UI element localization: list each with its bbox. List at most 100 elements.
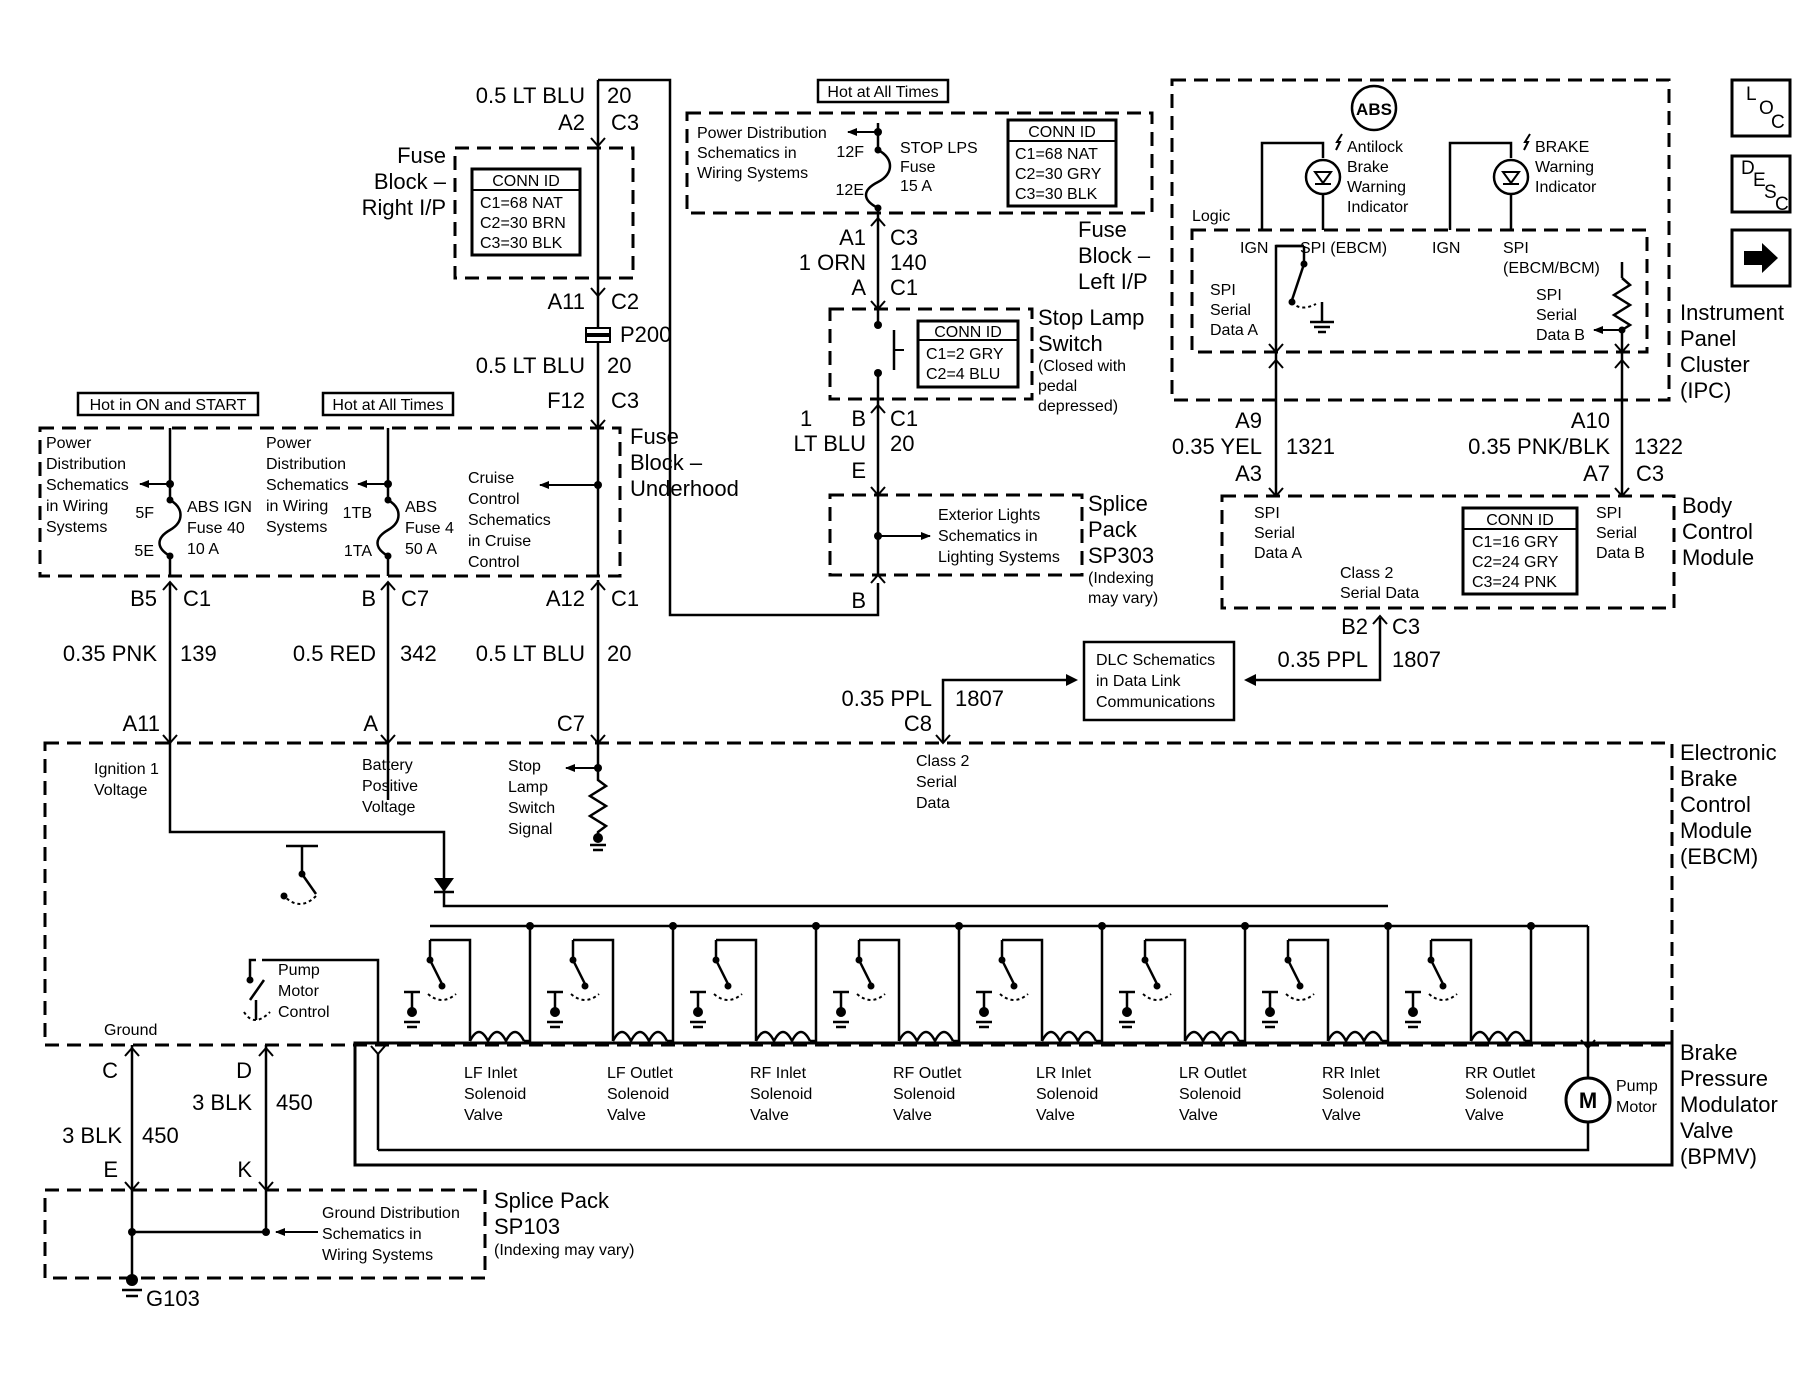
pd-lip-ref-text: Wiring Systems <box>697 165 808 182</box>
fuse-block-right-ip-label: Right I/P <box>362 195 446 220</box>
pd-lip-ref-text: Schematics in <box>697 145 797 162</box>
svg-text:S: S <box>1764 182 1777 203</box>
pin-label: C8 <box>904 711 932 736</box>
spi-ebcm-bcm-label: SPI <box>1503 240 1529 257</box>
circuit-number: 20 <box>607 83 631 108</box>
bpmv-box <box>353 1041 1674 1167</box>
stop-lamp-switch-note: pedal <box>1038 378 1077 395</box>
pin-label: 1TB <box>343 505 372 522</box>
bpmv-label: Brake <box>1680 1040 1737 1065</box>
pd-uh2-ref-text: Distribution <box>266 456 346 473</box>
next-page-button[interactable] <box>1730 228 1792 288</box>
connector-label: C1 <box>890 275 918 300</box>
ipc-label: Cluster <box>1680 352 1750 377</box>
wire-color-label: 0.5 LT BLU <box>476 83 585 108</box>
wire-color-label: 3 BLK <box>62 1123 122 1148</box>
solenoid-valve-label: RR Inlet <box>1322 1065 1380 1082</box>
svg-text:E: E <box>1753 170 1766 191</box>
fuse-block-right-ip-label: Block – <box>374 169 447 194</box>
conn-id-title: CONN ID <box>1486 512 1554 529</box>
svg-text:C: C <box>1775 194 1789 215</box>
antilock-indicator-label: Indicator <box>1347 199 1409 216</box>
spi-ebcm-bcm-label: (EBCM/BCM) <box>1503 260 1600 277</box>
conn-id-line: C3=30 BLK <box>480 235 563 252</box>
connector-label: C3 <box>611 388 639 413</box>
connector-label: C3 <box>890 225 918 250</box>
desc-button[interactable]: D E S C <box>1730 154 1792 215</box>
pd-uh2-ref-text: Schematics <box>266 477 349 494</box>
bcm-class2-label: Serial Data <box>1340 585 1419 602</box>
stop-lamp-switch-note: depressed) <box>1038 398 1118 415</box>
dlc-ref-box <box>1082 640 1236 722</box>
ipc-label: Panel <box>1680 326 1736 351</box>
brake-indicator-label: Indicator <box>1535 179 1597 196</box>
bpmv-label: (BPMV) <box>1680 1144 1757 1169</box>
pump-motor-label: Pump <box>1616 1078 1658 1095</box>
lamp-light-icon <box>1335 133 1343 151</box>
ipc-label: (IPC) <box>1680 378 1731 403</box>
pin-label: K <box>237 1157 252 1182</box>
pin-label: C <box>102 1058 118 1083</box>
wire-color-label: 1 ORN <box>799 250 866 275</box>
connector-label: C1 <box>611 586 639 611</box>
conn-id-line: C2=30 GRY <box>1015 166 1102 183</box>
splice-pack-sp303-label: Splice <box>1088 491 1148 516</box>
fuse-block-left-ip-label: Block – <box>1078 243 1151 268</box>
pin-label: A11 <box>547 289 585 314</box>
solenoid-valve-label: Solenoid <box>1179 1086 1241 1103</box>
pin-label: B <box>361 586 376 611</box>
fuse-block-left-ip-box <box>685 111 1154 215</box>
bcm-spi-a-label: SPI <box>1254 505 1280 522</box>
connector-label: C3 <box>611 110 639 135</box>
circuit-number: 20 <box>890 431 914 456</box>
solenoid-valve-label: RR Outlet <box>1465 1065 1536 1082</box>
circuit-number: 450 <box>142 1123 179 1148</box>
pump-control-label: Motor <box>278 983 320 1000</box>
pin-label: A <box>363 711 378 736</box>
brake-lamp-icon <box>1492 158 1530 196</box>
ebcm-class2-label: Serial <box>916 774 957 791</box>
svg-text:C: C <box>1771 112 1785 133</box>
stop-lamp-switch-label: Switch <box>1038 331 1103 356</box>
wire-color-label: 0.5 RED <box>293 641 376 666</box>
conn-id-line: C1=68 NAT <box>1015 146 1098 163</box>
conn-id-line: C2=4 BLU <box>926 366 1000 383</box>
wire-color-label: 0.35 PPL <box>841 686 932 711</box>
fuse-block-underhood-label: Fuse <box>630 424 679 449</box>
connector-label: C7 <box>401 586 429 611</box>
abs-logo-text: ABS <box>1356 100 1392 119</box>
conn-id-line: C3=30 BLK <box>1015 186 1098 203</box>
solenoid-valve-label: LF Outlet <box>607 1065 673 1082</box>
pin-label: 1TA <box>344 543 372 560</box>
abs-ign-fuse-label: Fuse 40 <box>187 520 245 537</box>
spi-ebcm-label: SPI (EBCM) <box>1300 240 1387 257</box>
fuse-block-right-ip-label: Fuse <box>397 143 446 168</box>
circuit-number: 1322 <box>1634 434 1683 459</box>
wire-color-label: 0.5 LT BLU <box>476 353 585 378</box>
loc-button[interactable]: L O C <box>1730 78 1792 138</box>
pin-label: A1 <box>839 225 866 250</box>
solenoid-valve-label: RF Inlet <box>750 1065 807 1082</box>
ign-label: IGN <box>1240 240 1268 257</box>
solenoid-valve-label: Valve <box>893 1107 932 1124</box>
solenoid-valve-label: Solenoid <box>750 1086 812 1103</box>
ebcm-box <box>43 741 1674 1047</box>
fuse-block-underhood-label: Block – <box>630 450 703 475</box>
pd-uh1-ref-text: Power <box>46 435 92 452</box>
ext-lights-ref-text: Schematics in <box>938 528 1038 545</box>
bcm-spi-a-label: Serial <box>1254 525 1295 542</box>
solenoid-valve-label: Solenoid <box>1322 1086 1384 1103</box>
ground-ref-text: Wiring Systems <box>322 1247 433 1264</box>
hot-in-on-start-label: Hot in ON and START <box>90 397 247 414</box>
sp103-note: (Indexing may vary) <box>494 1242 635 1259</box>
pd-uh1-ref-text: Distribution <box>46 456 126 473</box>
fuse-block-left-ip-label: Left I/P <box>1078 269 1148 294</box>
fuse-block-left-ip-label: Fuse <box>1078 217 1127 242</box>
pd-uh1-ref-text: Systems <box>46 519 107 536</box>
antilock-indicator-label: Antilock <box>1347 139 1404 156</box>
stop-signal-label: Switch <box>508 800 555 817</box>
pin-label: A9 <box>1235 408 1262 433</box>
cruise-ref-text: in Cruise <box>468 533 531 550</box>
